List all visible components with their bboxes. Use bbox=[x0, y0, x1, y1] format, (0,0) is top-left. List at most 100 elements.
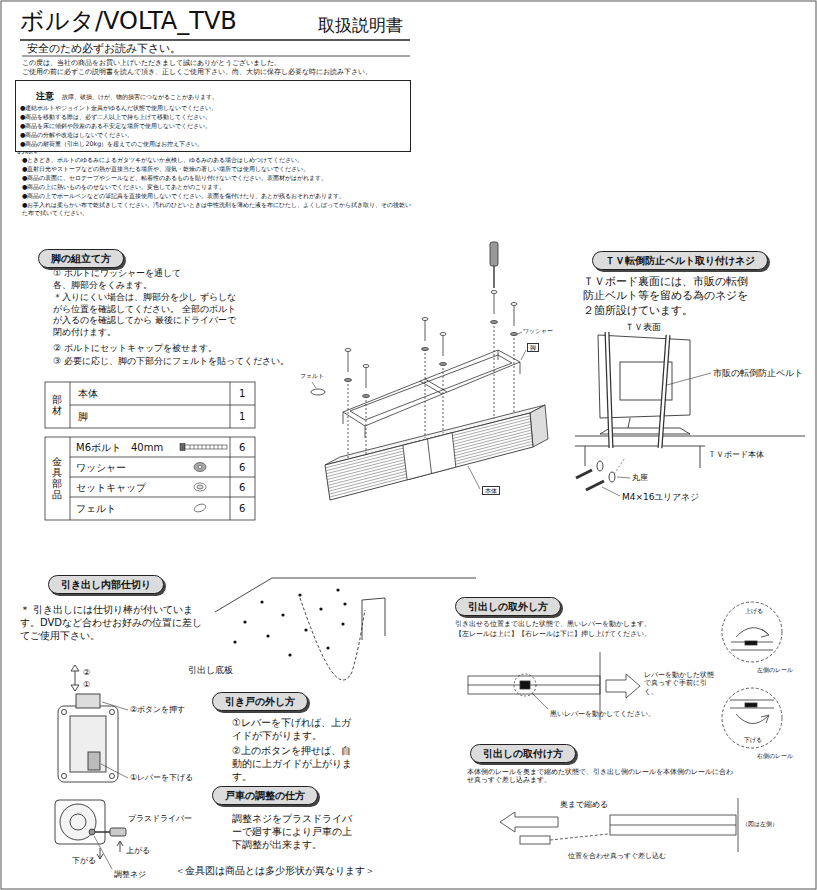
part-tag: 本体 bbox=[482, 486, 500, 495]
node-heading: 注意 bbox=[36, 92, 54, 101]
bolts-part bbox=[366, 396, 367, 454]
bolts-part bbox=[345, 349, 351, 352]
text-label: プラスドライバー bbox=[128, 814, 192, 824]
table-group-label: 部材 bbox=[52, 394, 62, 416]
sliding-door-hardware-part bbox=[71, 685, 79, 691]
text-label: ワッシャー bbox=[523, 327, 553, 335]
text-label: 右側のレール bbox=[757, 752, 793, 760]
text-label: ●直射日光やストーブなどの熱が直接当たる場所や、湿気・乾燥の著しい場所では使用し… bbox=[22, 165, 310, 173]
tv-board-body-part bbox=[328, 433, 532, 486]
drawer-illustration-part-part bbox=[288, 653, 291, 656]
text-label: ①レバーを下げる bbox=[130, 773, 193, 783]
drawer-mount-illustration bbox=[500, 798, 738, 852]
tv-illustration-part bbox=[600, 428, 690, 434]
leg-frame-part bbox=[365, 426, 366, 438]
drawer-removal-illustration-part bbox=[736, 714, 768, 724]
text-label: （図は左側） bbox=[742, 820, 778, 828]
text-label: 黒いレバーを動かしてください。 bbox=[550, 710, 655, 718]
text-label: ③ 必要に応じ、脚の下部分にフェルトを貼ってください。 bbox=[53, 356, 289, 368]
text-label: ② ボルトにセットキャップを被せます。 bbox=[53, 343, 217, 355]
text-label: ＴＶ表面 bbox=[625, 322, 661, 334]
tv-illustration-part bbox=[667, 373, 711, 385]
bolts-part bbox=[425, 349, 426, 438]
drawer-illustration bbox=[215, 578, 476, 680]
drawer-removal-illustration-part bbox=[514, 674, 536, 696]
hardware-icons-part bbox=[190, 445, 222, 449]
tv-illustration-part bbox=[576, 470, 592, 478]
node-heading: 引き出し内部仕切り bbox=[61, 578, 151, 591]
text-label: ●商品の上でボールペンなどの筆記具を直接使用しないでください。表面を傷付けたり、… bbox=[22, 192, 346, 200]
drawer-removal-illustration-part bbox=[600, 652, 601, 720]
sliding-door-hardware-part bbox=[110, 828, 126, 836]
drawer-illustration-part-part bbox=[326, 646, 329, 649]
drawer-removal-illustration-part bbox=[532, 693, 548, 709]
tv-illustration-part bbox=[586, 481, 604, 490]
bolts-part bbox=[511, 333, 518, 336]
bolts-part bbox=[363, 365, 369, 368]
text-label: 6 bbox=[239, 481, 245, 494]
part-tag: 脚 bbox=[527, 343, 539, 352]
node-heading: 戸車の調整の仕方 bbox=[225, 789, 305, 802]
leg-frame-part bbox=[498, 350, 499, 360]
bolts-part bbox=[440, 333, 446, 336]
text-label: ②上のボタンを押せば、自動的に上ガイドが上がります。 bbox=[232, 744, 357, 783]
leg-frame-part bbox=[350, 355, 512, 420]
tv-board-body-part bbox=[325, 413, 533, 500]
tv-board-body-part bbox=[328, 430, 532, 483]
sliding-door-hardware-part bbox=[110, 774, 115, 779]
section-heading: 引出しの取外し方 bbox=[455, 597, 561, 616]
section-heading: 脚の組立て方 bbox=[38, 249, 124, 268]
drawer-removal-illustration-part bbox=[745, 641, 757, 645]
bolts-part bbox=[348, 350, 349, 372]
text-label: ●商品の表面に、セロテープやシールなど、粘着性のあるものを貼り付けないでください… bbox=[22, 174, 328, 182]
drawer-mount-illustration-part bbox=[610, 825, 736, 826]
tv-illustration bbox=[575, 332, 805, 496]
node-text: 故障、破損、けが、物的損害につながることがあります。 bbox=[62, 92, 218, 101]
text-label: ご使用の前に必ずこの説明書を読んで頂き、正しくご使用下さい。尚、大切に保存し必要… bbox=[22, 68, 372, 77]
parts-table-part bbox=[70, 457, 255, 458]
text-label: 引出し底板 bbox=[188, 665, 233, 677]
text-label: ② bbox=[83, 668, 90, 678]
text-label: 引き出せる位置まで出した状態で、黒いレバーを動かします。 bbox=[455, 620, 651, 628]
parts-table-part bbox=[70, 405, 255, 406]
node-text: ●連結ボルトやジョイント金具がゆるんだ状態で使用しないでください。 bbox=[20, 103, 406, 112]
bolts-part bbox=[440, 363, 447, 366]
bolts-part bbox=[345, 379, 352, 382]
sliding-door-hardware-part bbox=[101, 764, 128, 778]
sliding-door-hardware-part bbox=[58, 706, 118, 782]
sliding-door-hardware-part bbox=[120, 842, 121, 852]
text-label: ＊ 引き出しには仕切り棒が付いています。DVDなど合わせお好みの位置に差してご使… bbox=[20, 603, 205, 642]
text-label: フェルト bbox=[76, 502, 116, 515]
sliding-door-hardware-part bbox=[102, 702, 128, 710]
drawer-removal-illustration-part bbox=[606, 674, 640, 698]
page-frame-part bbox=[22, 56, 410, 57]
section-heading: ＴＶ転倒防止ベルト取り付けネジ bbox=[592, 251, 768, 270]
sliding-door-hardware-part bbox=[70, 814, 86, 830]
sliding-door-hardware-part bbox=[110, 710, 115, 715]
hardware-icons-part bbox=[193, 503, 207, 514]
drawer-illustration-part bbox=[300, 598, 365, 680]
bolts-part bbox=[514, 304, 515, 326]
parts-table-part bbox=[45, 437, 255, 520]
drawer-illustration-part-part bbox=[336, 588, 339, 591]
tv-board-body-part bbox=[403, 433, 456, 480]
text-label: 奥まで縮める bbox=[560, 800, 608, 810]
warning-box: 注意故障、破損、けが、物的損害につながることがあります。 ●連結ボルトやジョイント… bbox=[15, 80, 411, 152]
section-heading: 引出しの取付け方 bbox=[470, 744, 576, 763]
drawer-removal-illustration-part bbox=[722, 602, 782, 662]
text-label: ＴＶボード本体 bbox=[708, 450, 764, 460]
bolts bbox=[311, 242, 518, 459]
node-heading: 引き戸の外し方 bbox=[225, 695, 295, 708]
bolts-part bbox=[443, 364, 444, 433]
drawer-removal-illustration-part bbox=[761, 715, 769, 723]
drawer-mount-illustration-part bbox=[738, 798, 739, 852]
sliding-door-hardware-part bbox=[71, 665, 79, 671]
tv-illustration-part bbox=[700, 446, 701, 468]
drawer-illustration-part-part bbox=[341, 622, 344, 625]
drawer-illustration-part-part bbox=[266, 634, 269, 637]
sliding-door-hardware-part bbox=[89, 829, 95, 835]
sliding-door-hardware-part bbox=[95, 831, 110, 833]
tv-illustration-part bbox=[607, 332, 611, 448]
